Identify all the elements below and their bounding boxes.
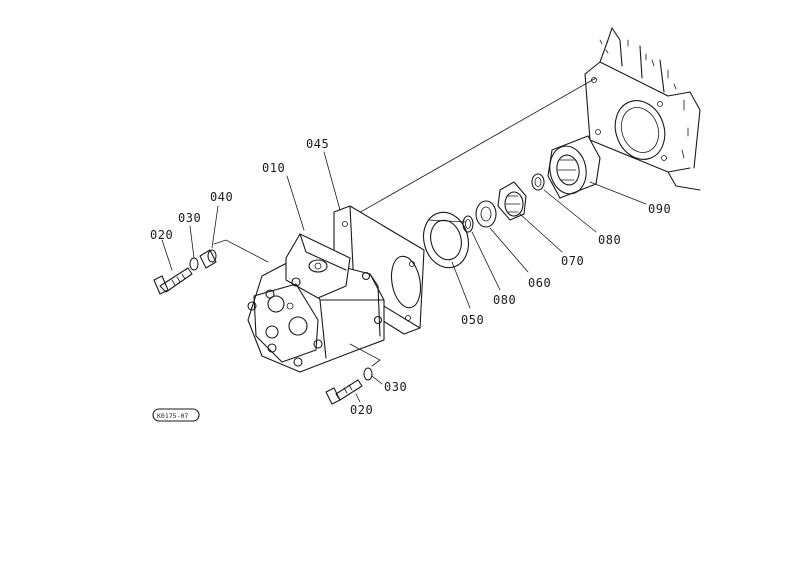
callout-045: 045: [306, 137, 329, 151]
leader-upper-bolt: [213, 239, 269, 263]
spacer-040: [199, 249, 217, 269]
bolt-020-lower: [325, 379, 363, 405]
callout-050: 050: [461, 313, 484, 327]
callout-labels: 010 045 020 030 040 050 080 060 070 080 …: [150, 137, 671, 417]
reference-tag-text: K0175-07: [157, 412, 188, 420]
reference-tag: K0175-07: [152, 408, 200, 422]
callout-010: 010: [262, 161, 285, 175]
washer-030-upper: [189, 257, 199, 271]
circlip-080a: [462, 215, 474, 233]
coupling-sleeve-090: [547, 135, 601, 199]
circlip-080b: [531, 173, 545, 191]
bolt-020-upper: [153, 267, 193, 295]
alignment-centerline: [349, 77, 597, 219]
callout-030-upper: 030: [178, 211, 201, 225]
callout-060: 060: [528, 276, 551, 290]
callout-080-seal: 080: [493, 293, 516, 307]
callout-020-upper: 020: [150, 228, 173, 242]
hydraulic-pump: [247, 205, 425, 373]
coupling-hub-070: [497, 181, 527, 221]
callout-020-lower: 020: [350, 403, 373, 417]
washer-030-lower: [363, 367, 373, 381]
callout-040: 040: [210, 190, 233, 204]
engine-housing: [584, 27, 701, 191]
callout-030-lower: 030: [384, 380, 407, 394]
callout-070: 070: [561, 254, 584, 268]
oil-seal-050: [422, 211, 470, 269]
washer-060: [475, 200, 497, 228]
callout-080-hub: 080: [598, 233, 621, 247]
leader-lower-bolt: [349, 343, 381, 367]
leader-lines: [161, 151, 647, 403]
callout-090: 090: [648, 202, 671, 216]
